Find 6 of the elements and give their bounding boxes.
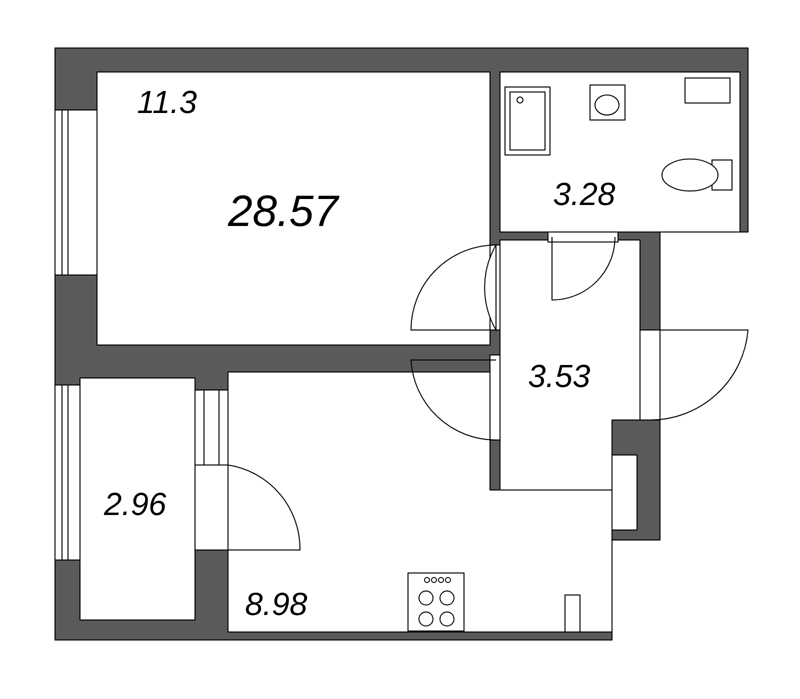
room-area-label: 8.98 [245, 588, 308, 620]
room-area-label: 3.28 [553, 178, 616, 210]
room-area-label: 2.96 [104, 488, 166, 520]
room-area-label: 3.53 [528, 360, 590, 392]
room-area-label: 28.57 [228, 190, 338, 234]
room-area-label: 11.3 [137, 86, 197, 118]
